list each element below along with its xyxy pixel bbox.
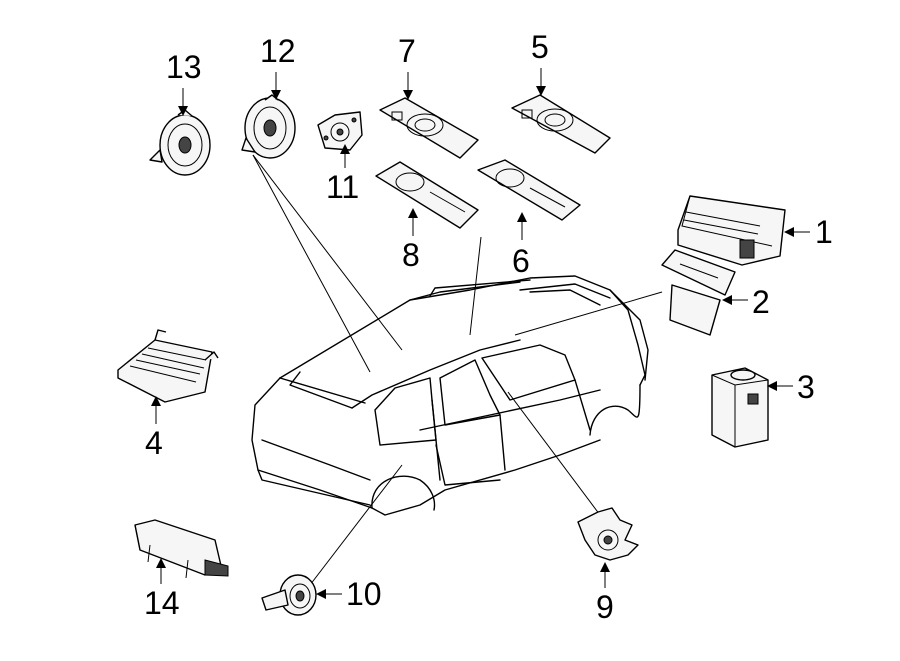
callout-2: 2 [752, 284, 770, 320]
callout-arrows [151, 68, 810, 599]
callout-11: 11 [326, 169, 359, 205]
callout-1: 1 [815, 214, 833, 250]
antenna-bracket-9 [577, 507, 639, 561]
leader-lines [252, 154, 663, 586]
radio-bracket-2 [661, 249, 736, 336]
callout-12: 12 [260, 33, 296, 69]
radio-receiver-1 [677, 195, 786, 266]
control-module-14 [134, 519, 229, 579]
vehicle-body [251, 275, 649, 516]
speaker-grille-8 [375, 161, 479, 229]
callout-4: 4 [145, 425, 163, 461]
amplifier-heatsink-4 [117, 329, 219, 403]
callout-7: 7 [398, 33, 416, 69]
callout-6: 6 [512, 243, 530, 279]
speaker-grille-5 [511, 94, 611, 154]
speaker-grille-7 [379, 97, 479, 159]
rear-speaker-13 [149, 109, 211, 176]
callout-14: 14 [144, 585, 180, 621]
speaker-grille-6 [477, 159, 581, 221]
callout-labels: 13 12 7 5 11 8 6 1 2 3 4 14 10 9 [144, 29, 833, 625]
callout-9: 9 [596, 589, 614, 625]
callout-10: 10 [346, 576, 382, 612]
amplifier-3 [711, 367, 769, 448]
callout-5: 5 [531, 29, 549, 65]
door-speaker-12 [241, 94, 296, 159]
subwoofer-10 [261, 574, 317, 616]
callout-8: 8 [402, 237, 420, 273]
callout-3: 3 [797, 369, 815, 405]
tweeter-bracket-11 [317, 111, 363, 151]
callout-13: 13 [166, 49, 202, 85]
